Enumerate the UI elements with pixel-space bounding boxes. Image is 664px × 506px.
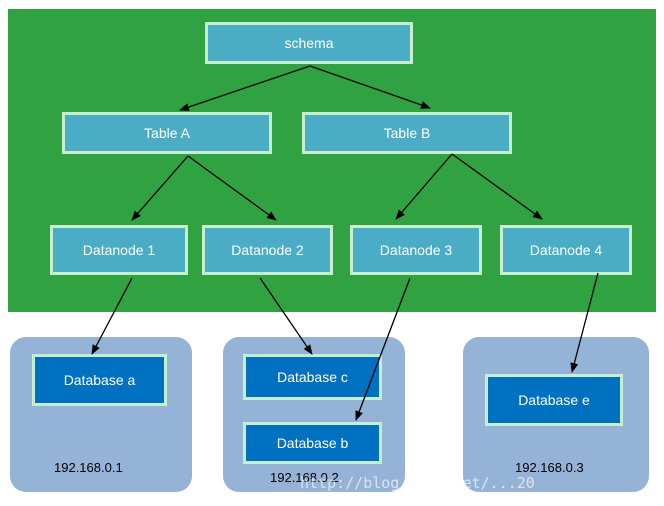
edge-datanode-4-database-e [570,272,599,373]
datanode-3: Datanode 3 [350,225,482,275]
datanode-4: Datanode 4 [500,225,632,275]
database-e: Database e [485,374,623,426]
server-3-ip: 192.168.0.3 [515,460,584,475]
edge-datanode-3-database-b [355,277,411,421]
table-b-node: Table B [302,112,512,154]
edge-datanode-2-database-c [259,277,313,355]
edge-table-a-datanode-1 [131,155,189,221]
watermark: http://blog.csdn.net/...20 [300,474,535,492]
edge-table-a-datanode-2 [187,155,277,221]
server-1-ip: 192.168.0.1 [54,460,123,475]
database-a: Database a [32,354,167,406]
database-b: Database b [243,422,382,464]
schema-node: schema [205,22,413,64]
edge-table-b-datanode-4 [451,153,543,220]
edge-schema-table-a [179,65,311,111]
edge-table-b-datanode-3 [395,153,453,220]
table-a-node: Table A [62,112,272,154]
database-c: Database c [243,354,382,400]
edge-schema-table-b [309,65,431,109]
datanode-2: Datanode 2 [202,225,333,275]
edge-datanode-1-database-a [91,277,133,355]
server-2-ip: 192.168.0.2 [270,470,339,485]
datanode-1: Datanode 1 [50,225,188,275]
